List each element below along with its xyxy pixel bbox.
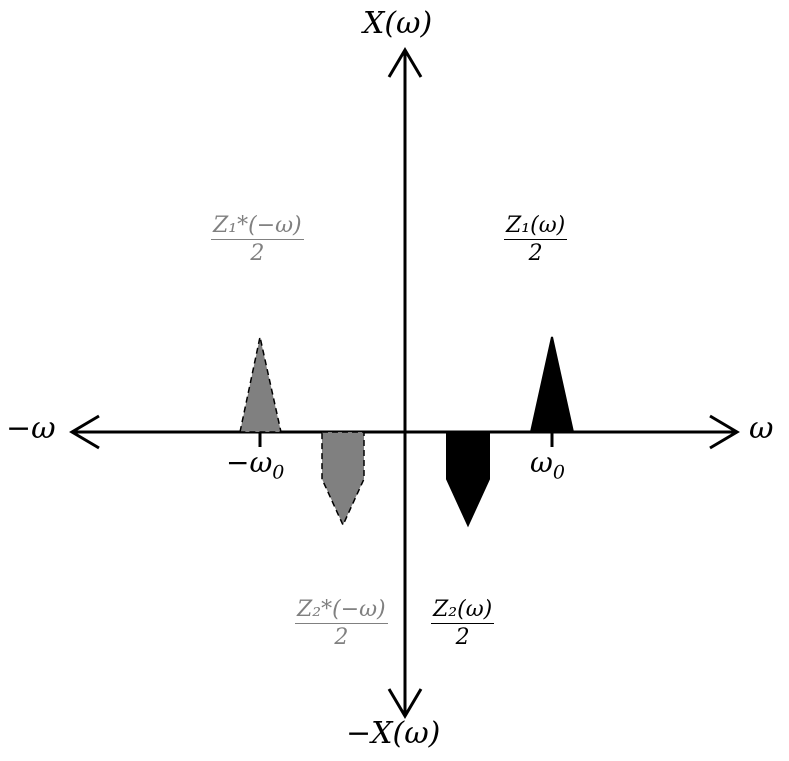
tick-label-omega0: ω0 <box>530 446 565 484</box>
tick-label-neg-omega0-sub: 0 <box>272 461 285 484</box>
frequency-axis-left-arrow <box>69 414 100 450</box>
tick-label-neg-omega0: −ω0 <box>226 446 284 484</box>
z1-spectrum-shape <box>529 336 575 433</box>
z1-conj-label: Z₁*(−ω) 2 <box>211 214 304 265</box>
z2-label-denominator: 2 <box>455 625 470 651</box>
z2-conj-label-denominator: 2 <box>334 625 349 651</box>
z1-conj-label-numerator: Z₁*(−ω) <box>211 214 304 241</box>
z2-label-numerator: Z₂(ω) <box>431 598 495 625</box>
amplitude-axis-bottom-arrow <box>387 688 423 719</box>
x-axis-right-label: ω <box>749 411 774 446</box>
x-axis-left-label: −ω <box>6 411 56 446</box>
z2-conj-label-numerator: Z₂*(−ω) <box>295 598 388 625</box>
z2-conj-spectrum-shape <box>321 431 365 527</box>
z1-conj-label-denominator: 2 <box>250 241 265 267</box>
z2-spectrum-shape <box>446 431 490 528</box>
amplitude-axis-top-arrow <box>387 47 423 78</box>
z2-label: Z₂(ω) 2 <box>431 598 495 651</box>
y-axis-top-label: X(ω) <box>363 6 433 41</box>
z1-conj-spectrum-shape <box>239 336 282 433</box>
z1-label-denominator: 2 <box>528 241 543 267</box>
z1-label-numerator: Z₁(ω) <box>504 214 568 241</box>
z2-conj-label: Z₂*(−ω) 2 <box>295 598 388 649</box>
tick-label-omega0-sub: 0 <box>552 461 565 484</box>
tick-label-neg-omega0-main: −ω <box>226 446 273 479</box>
frequency-axis-right-arrow <box>709 414 740 450</box>
tick-label-omega0-main: ω <box>530 446 553 479</box>
z1-label: Z₁(ω) 2 <box>504 214 568 267</box>
y-axis-bottom-label: −X(ω) <box>346 716 441 751</box>
